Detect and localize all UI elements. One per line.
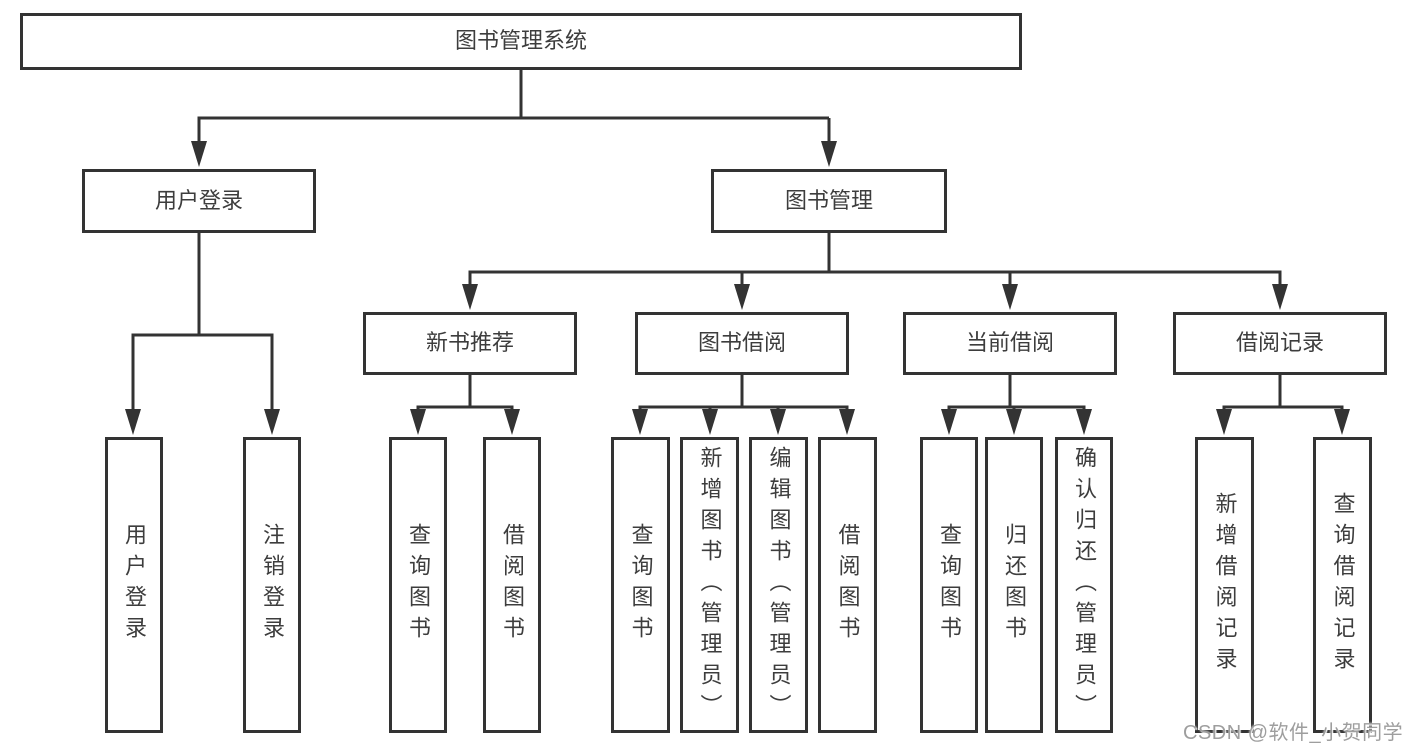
leaf-borrow-add-admin-label: 新增图书（管理员） bbox=[697, 445, 723, 725]
leaf-borrow-edit-admin-label: 编辑图书（管理员） bbox=[766, 445, 792, 725]
leaf-borrow-query-label: 查询图书 bbox=[628, 523, 654, 647]
leaf-user-login: 用户登录 bbox=[105, 437, 163, 733]
leaf-newbook-query: 查询图书 bbox=[389, 437, 447, 733]
leaf-logout-login-label: 注销登录 bbox=[260, 523, 285, 647]
leaf-record-query-label: 查询借阅记录 bbox=[1330, 492, 1356, 678]
leaf-borrow-book-label: 借阅图书 bbox=[835, 523, 861, 647]
node-book-borrow: 图书借阅 bbox=[635, 312, 849, 375]
leaf-borrow-edit-admin: 编辑图书（管理员） bbox=[749, 437, 808, 733]
node-book-borrow-label: 图书借阅 bbox=[697, 330, 786, 356]
leaf-current-confirm-admin: 确认归还（管理员） bbox=[1055, 437, 1113, 733]
leaf-user-login-label: 用户登录 bbox=[122, 523, 147, 647]
node-current-borrow-label: 当前借阅 bbox=[965, 330, 1054, 356]
node-root-system: 图书管理系统 bbox=[20, 13, 1022, 70]
node-book-management: 图书管理 bbox=[711, 169, 947, 233]
node-book-management-label: 图书管理 bbox=[784, 187, 873, 213]
leaf-current-return-label: 归还图书 bbox=[1002, 523, 1027, 647]
node-user-login-label: 用户登录 bbox=[154, 187, 243, 213]
node-user-login: 用户登录 bbox=[82, 169, 316, 233]
leaf-record-add: 新增借阅记录 bbox=[1195, 437, 1254, 733]
leaf-newbook-borrow: 借阅图书 bbox=[483, 437, 541, 733]
node-borrow-record-label: 借阅记录 bbox=[1235, 330, 1324, 356]
leaf-record-query: 查询借阅记录 bbox=[1313, 437, 1372, 733]
node-new-book-recommend-label: 新书推荐 bbox=[425, 330, 514, 356]
node-borrow-record: 借阅记录 bbox=[1173, 312, 1387, 375]
watermark: CSDN @软件_小贺同学 bbox=[1183, 722, 1404, 744]
leaf-current-return: 归还图书 bbox=[985, 437, 1043, 733]
leaf-record-add-label: 新增借阅记录 bbox=[1212, 492, 1238, 678]
leaf-current-confirm-admin-label: 确认归还（管理员） bbox=[1072, 445, 1097, 725]
leaf-newbook-query-label: 查询图书 bbox=[406, 523, 431, 647]
node-root-system-label: 图书管理系统 bbox=[454, 28, 587, 54]
leaf-newbook-borrow-label: 借阅图书 bbox=[500, 523, 525, 647]
node-current-borrow: 当前借阅 bbox=[903, 312, 1117, 375]
leaf-borrow-query: 查询图书 bbox=[611, 437, 670, 733]
leaf-borrow-book: 借阅图书 bbox=[818, 437, 877, 733]
leaf-logout-login: 注销登录 bbox=[243, 437, 301, 733]
node-new-book-recommend: 新书推荐 bbox=[363, 312, 577, 375]
leaf-current-query-label: 查询图书 bbox=[937, 523, 962, 647]
leaf-current-query: 查询图书 bbox=[920, 437, 978, 733]
leaf-borrow-add-admin: 新增图书（管理员） bbox=[680, 437, 739, 733]
